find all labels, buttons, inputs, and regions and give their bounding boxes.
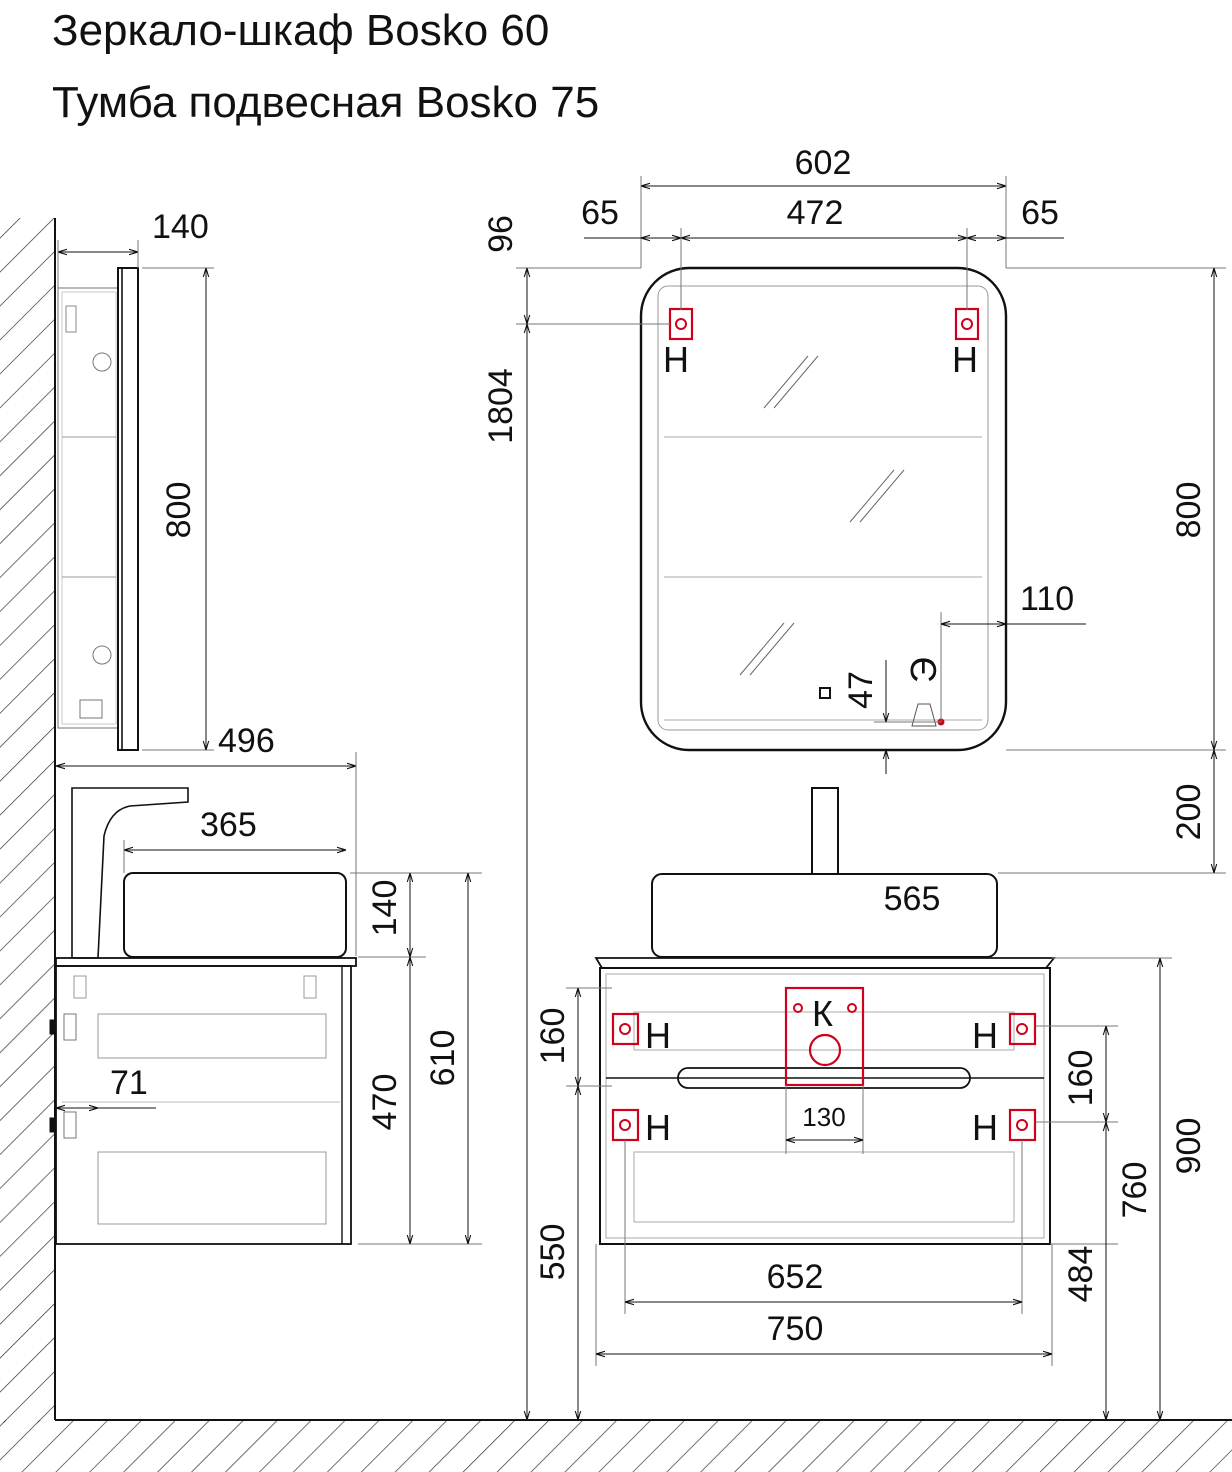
side-mirror-cabinet — [57, 267, 139, 751]
dim-basin-depth — [123, 840, 346, 873]
dim-label-side-offset: 71 — [110, 1064, 148, 1102]
sewer-zone — [784, 986, 865, 1087]
wall — [0, 218, 56, 1423]
dim-label-hanger-spacing: 160 — [1062, 1050, 1100, 1107]
dim-cabinet-depth — [56, 752, 357, 956]
dim-label-basin-height-side: 140 — [366, 880, 404, 937]
dim-cabinet-left — [566, 987, 612, 1420]
mirror-hanger-right — [954, 307, 980, 341]
dim-side-vertical — [350, 872, 482, 1245]
cabinet-hanger-bottom-right — [1008, 1108, 1037, 1142]
dim-label-cabinet-depth: 496 — [218, 722, 275, 760]
dim-label-socket-offset: 110 — [1020, 580, 1074, 618]
dim-label-cabinet-body-height: 470 — [366, 1074, 404, 1131]
dim-label-inner-width: 652 — [767, 1258, 824, 1296]
dim-mirror-widths — [584, 176, 1064, 310]
dim-label-socket-height: 47 — [842, 671, 880, 709]
electric-label: Э — [903, 657, 944, 683]
cabinet-hanger-bottom-left — [611, 1108, 640, 1142]
dim-label-mirror-hanger-height: 1804 — [482, 368, 520, 444]
hanger-label-bottom-right: Н — [972, 1107, 998, 1148]
hanger-label-mirror-right: Н — [952, 339, 978, 380]
dim-mirror-vertical-left — [516, 267, 670, 1420]
dim-mirror-depth — [57, 240, 139, 288]
sewer-label: К — [812, 993, 833, 1034]
dim-drain-width — [785, 1085, 864, 1154]
dim-mirror-vertical-right — [998, 267, 1226, 874]
dim-label-drain-width: 130 — [802, 1102, 845, 1132]
dim-mirror-height-side — [142, 267, 214, 751]
dim-socket — [874, 612, 1086, 774]
hanger-label-mirror-left: Н — [663, 339, 689, 380]
dim-label-mirror-width: 602 — [795, 144, 852, 182]
dim-label-basin-depth: 365 — [200, 806, 257, 844]
front-faucet — [811, 787, 839, 875]
side-basin — [123, 872, 347, 958]
dim-cabinet-widths — [595, 1140, 1053, 1366]
dim-label-mirror-height-front: 800 — [1170, 482, 1208, 539]
front-basin — [651, 873, 998, 958]
dim-label-basin-width: 565 — [884, 880, 941, 918]
dim-label-cabinet-hanger-height-right: 760 — [1116, 1162, 1154, 1219]
dim-label-cabinet-width: 750 — [767, 1310, 824, 1348]
dim-label-mirror-height-side: 800 — [160, 482, 198, 539]
title-cabinet: Тумба подвесная Bosko 75 — [52, 78, 600, 127]
cabinet-hanger-top-left — [611, 1012, 640, 1046]
dim-label-mirror-top-offset: 96 — [482, 215, 520, 253]
hanger-label-top-left: Н — [645, 1015, 671, 1056]
dim-label-hanger-span: 472 — [787, 194, 844, 232]
front-cabinet — [594, 957, 1056, 1245]
floor — [0, 1419, 1232, 1472]
dim-label-cabinet-hanger-height: 550 — [534, 1224, 572, 1281]
dim-label-mirror-depth: 140 — [152, 208, 209, 246]
dim-label-cabinet-top-hanger: 160 — [534, 1008, 572, 1065]
hanger-label-top-right: Н — [972, 1015, 998, 1056]
dim-label-cabinet-total-height: 610 — [424, 1030, 462, 1087]
dim-label-cabinet-bottom-height: 484 — [1062, 1246, 1100, 1303]
front-mirror — [639, 266, 1008, 752]
cabinet-hanger-top-right — [1008, 1012, 1037, 1046]
hanger-label-bottom-left: Н — [645, 1107, 671, 1148]
dim-label-cabinet-top-height: 900 — [1170, 1118, 1208, 1175]
dim-cabinet-right — [1036, 957, 1172, 1420]
dim-label-margin-left: 65 — [581, 194, 619, 232]
side-cabinet — [49, 957, 357, 1245]
dim-label-mirror-gap: 200 — [1170, 784, 1208, 841]
title-mirror: Зеркало-шкаф Bosko 60 — [52, 6, 550, 55]
mirror-hanger-left — [668, 307, 694, 341]
dim-label-margin-right: 65 — [1021, 194, 1059, 232]
side-faucet — [71, 787, 189, 959]
